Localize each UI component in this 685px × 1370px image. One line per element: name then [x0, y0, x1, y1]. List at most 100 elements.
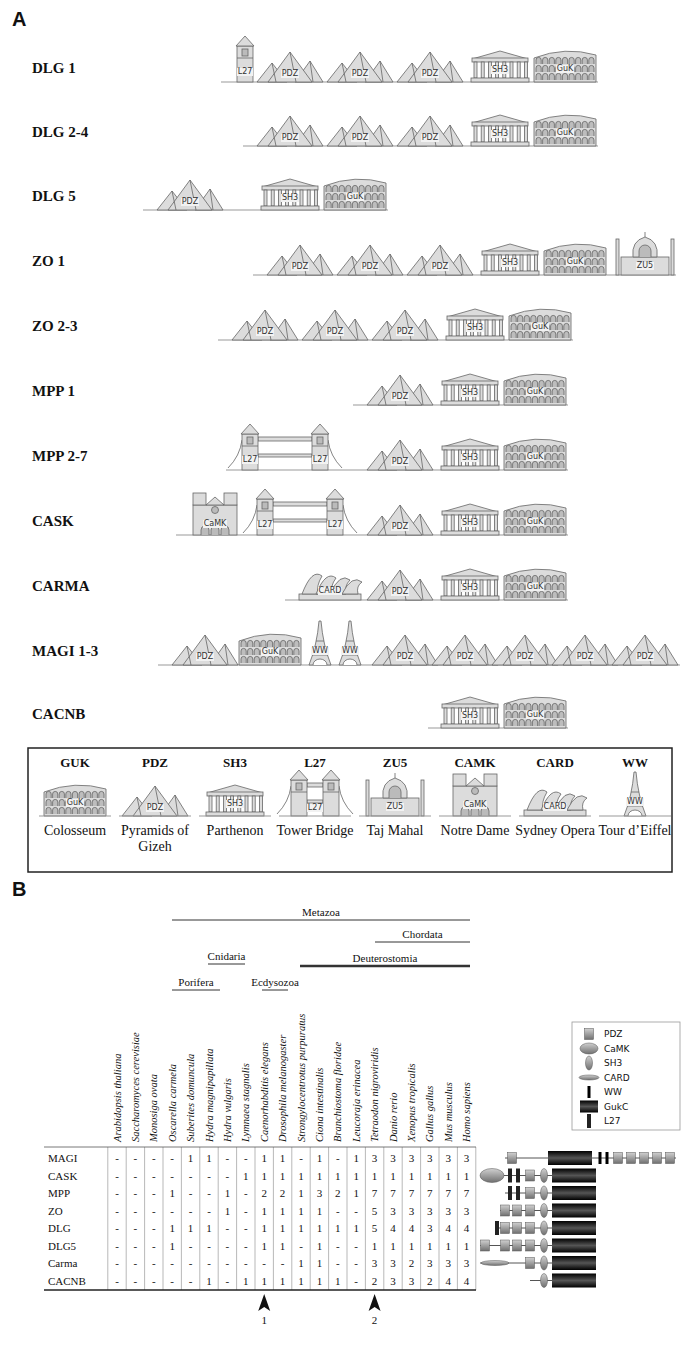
- table-cell: -: [336, 1152, 340, 1164]
- landmark-icon: [510, 126, 513, 142]
- table-cell: -: [170, 1257, 174, 1269]
- ground-line: [439, 816, 511, 817]
- pdz-domain: [526, 1258, 535, 1269]
- table-cell: -: [115, 1275, 119, 1287]
- landmark-icon: [346, 185, 351, 192]
- landmark-icon: [320, 254, 323, 275]
- landmark-icon: [592, 266, 597, 273]
- landmark-icon: [355, 319, 358, 340]
- landmark-icon: [506, 461, 511, 468]
- landmark-icon: [589, 65, 594, 72]
- table-cell: -: [299, 1240, 303, 1252]
- legend-text: SH3: [604, 1058, 622, 1068]
- landmark-icon: [506, 719, 511, 726]
- table-cell: 3: [445, 1152, 451, 1164]
- landmark-icon: [46, 799, 51, 806]
- taxon-name: Metazoa: [302, 906, 340, 918]
- landmark-icon: [599, 266, 604, 273]
- table-cell: -: [244, 1240, 248, 1252]
- landmark-icon: [480, 708, 483, 724]
- landmark-icon: [549, 57, 554, 64]
- domain-label: PDZ: [421, 134, 439, 142]
- pdz-domain: [501, 1205, 510, 1216]
- table-cell: 7: [390, 1187, 396, 1199]
- landmark-icon: [553, 258, 558, 265]
- landmark-icon: [254, 648, 259, 655]
- table-cell: 1: [298, 1187, 304, 1199]
- landmark-icon: [261, 640, 266, 647]
- landmark-icon: [441, 596, 499, 600]
- landmark-icon: [258, 437, 312, 441]
- species-name: Branchiostoma floridae: [332, 1042, 343, 1142]
- landmark-icon: [421, 780, 424, 816]
- landmark-icon: [99, 799, 104, 806]
- landmark-icon: [546, 388, 551, 395]
- table-cell: 1: [280, 1275, 286, 1287]
- table-cell: -: [152, 1275, 156, 1287]
- landmark-icon: [546, 526, 551, 533]
- landmark-icon: [99, 791, 104, 798]
- landmark-icon: [569, 121, 574, 128]
- family-name: DLG5: [48, 1240, 76, 1252]
- landmark-icon: [532, 461, 537, 468]
- landmark-icon: [352, 256, 356, 275]
- landmark-icon: [261, 206, 319, 210]
- table-cell: 1: [298, 1170, 304, 1182]
- domain-label: CaMK: [463, 801, 488, 809]
- landmark-icon: [291, 780, 307, 816]
- landmark-icon: [236, 36, 254, 46]
- landmark-icon: [451, 708, 454, 724]
- table-cell: 1: [225, 1205, 231, 1217]
- landmark-icon: [206, 497, 224, 505]
- landmark-icon: [294, 648, 299, 655]
- landmark-name: Pyramids of Gizeh: [115, 823, 195, 855]
- landmark-icon: [631, 792, 639, 793]
- protein-name: DLG 1: [32, 60, 76, 77]
- landmark-icon: [248, 656, 253, 663]
- domain-label: PDZ: [291, 263, 309, 271]
- landmark-icon: [491, 255, 494, 271]
- landmark-icon: [536, 129, 541, 136]
- table-cell: -: [134, 1187, 138, 1199]
- landmark-icon: [532, 575, 537, 582]
- protein-name: MPP 2-7: [32, 448, 87, 465]
- table-cell: 1: [427, 1170, 433, 1182]
- landmark-icon: [513, 388, 518, 395]
- landmark-icon: [278, 245, 322, 275]
- landmark-icon: [543, 129, 548, 136]
- landmark-icon: [228, 440, 242, 468]
- landmark-icon: [492, 320, 495, 336]
- landmark-icon: [300, 190, 303, 206]
- domain-label: GuK: [556, 65, 575, 73]
- table-cell: 1: [353, 1187, 359, 1199]
- landmark-icon: [487, 385, 490, 401]
- landmark-icon: [552, 510, 557, 517]
- landmark-icon: [582, 73, 587, 80]
- callout-number: 1: [261, 1314, 267, 1326]
- landmark-icon: [526, 510, 531, 517]
- landmark-icon: [537, 315, 542, 322]
- landmark-icon: [382, 451, 386, 470]
- landmark-icon: [311, 424, 329, 434]
- camk-domain: [580, 1043, 598, 1054]
- landmark-icon: [513, 396, 518, 403]
- landmark-icon: [519, 711, 524, 718]
- domain-label: L27: [257, 521, 274, 529]
- table-cell: 1: [261, 1170, 267, 1182]
- landmark-icon: [53, 799, 58, 806]
- family-name: MPP: [48, 1187, 70, 1199]
- landmark-icon: [562, 121, 567, 128]
- landmark-icon: [326, 489, 344, 499]
- landmark-icon: [513, 711, 518, 718]
- landmark-icon: [307, 783, 323, 787]
- landmark-icon: [567, 796, 587, 810]
- landmark-icon: [281, 656, 286, 663]
- landmark-icon: [441, 466, 499, 470]
- landmark-icon: [242, 49, 248, 56]
- landmark-icon: [380, 61, 383, 82]
- table-cell: -: [134, 1152, 138, 1164]
- landmark-icon: [66, 807, 71, 814]
- landmark-icon: [519, 380, 524, 387]
- landmark-icon: [371, 798, 419, 816]
- l27-domain: [516, 1186, 520, 1200]
